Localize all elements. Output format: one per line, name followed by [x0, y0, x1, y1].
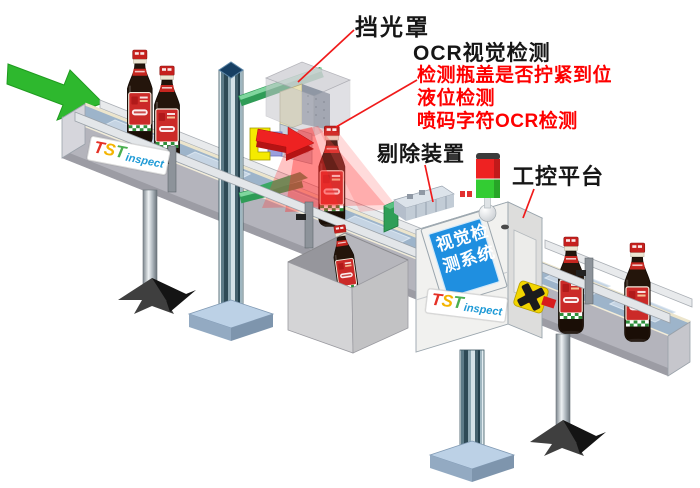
emergency-stop-switch	[513, 280, 557, 314]
leader-ocr	[335, 79, 418, 128]
gantry-column	[187, 61, 275, 341]
reject-box	[287, 223, 409, 354]
inspection-light-beam	[255, 126, 398, 212]
bottle	[126, 49, 154, 148]
signal-tower	[476, 153, 500, 222]
conveyor-leg-right	[530, 333, 606, 456]
label-ocr-inspection: OCR视觉检测	[413, 42, 551, 65]
camera-hood-station	[238, 61, 352, 137]
console-screen	[420, 210, 508, 306]
conveyor-leg-left	[118, 189, 196, 314]
label-code-check: 喷码字符OCR检测	[417, 111, 578, 132]
console-column	[428, 349, 516, 482]
brand-suffix: inspect	[463, 301, 503, 319]
brand-suffix: inspect	[124, 151, 165, 171]
tower-cap	[476, 153, 500, 160]
label-control-platform: 工控平台	[512, 164, 605, 189]
label-ocr-detail-list: 检测瓶盖是否拧紧到位 液位检测 喷码字符OCR检测	[417, 64, 612, 133]
bottle	[623, 241, 652, 344]
label-level-check: 液位检测	[417, 88, 496, 109]
light-shield-hood	[265, 77, 315, 137]
leader-light-shield	[297, 29, 355, 83]
red-marking-decal	[460, 191, 465, 197]
leader-platform	[522, 188, 535, 219]
leader-lines	[297, 29, 535, 219]
conveyor-right	[517, 239, 693, 377]
label-light-shield: 挡光罩	[355, 14, 430, 40]
label-rejector: 剔除装置	[377, 143, 465, 166]
label-cap-check: 检测瓶盖是否拧紧到位	[417, 65, 613, 86]
rejector-device	[383, 185, 455, 233]
leader-rejector	[424, 164, 434, 203]
